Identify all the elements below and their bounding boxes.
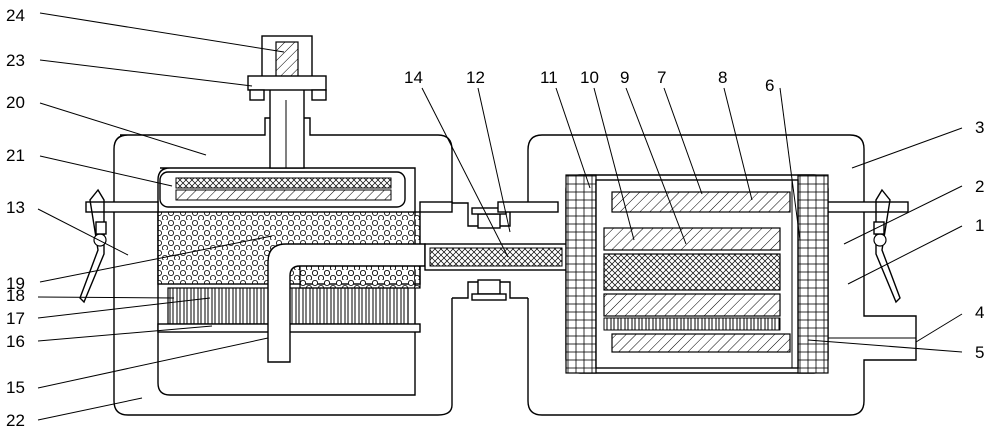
- inlet-pipe: [247, 35, 327, 169]
- label-14: 14: [404, 68, 423, 87]
- label-2: 2: [975, 177, 984, 196]
- label-4: 4: [975, 303, 984, 322]
- label-20: 20: [6, 93, 25, 112]
- label-1: 1: [975, 216, 984, 235]
- label-22: 22: [6, 411, 25, 430]
- label-23: 23: [6, 51, 25, 70]
- connector: [424, 202, 568, 301]
- label-24: 24: [6, 6, 25, 25]
- left-clamp: [79, 188, 107, 304]
- label-18: 18: [6, 286, 25, 305]
- label-3: 3: [975, 118, 984, 137]
- label-19: 19: [6, 274, 25, 293]
- left-ledges: [85, 201, 453, 213]
- right-cartridge: [565, 174, 829, 374]
- label-17: 17: [6, 309, 25, 328]
- label-16: 16: [6, 332, 25, 351]
- label-15: 15: [6, 378, 25, 397]
- label-12: 12: [466, 68, 485, 87]
- label-8: 8: [718, 68, 727, 87]
- label-6: 6: [765, 76, 774, 95]
- label-5: 5: [975, 343, 984, 362]
- label-10: 10: [580, 68, 599, 87]
- label-13: 13: [6, 198, 25, 217]
- label-11: 11: [540, 68, 558, 87]
- top-filter: [159, 171, 406, 208]
- label-9: 9: [620, 68, 629, 87]
- label-21: 21: [6, 146, 25, 165]
- leader-lines: [37, 12, 963, 421]
- label-7: 7: [657, 68, 666, 87]
- right-clamp: [873, 188, 901, 304]
- callout-labels: 24 23 20 21 13 19 18 17 16 15 22 14 12 1…: [6, 6, 984, 430]
